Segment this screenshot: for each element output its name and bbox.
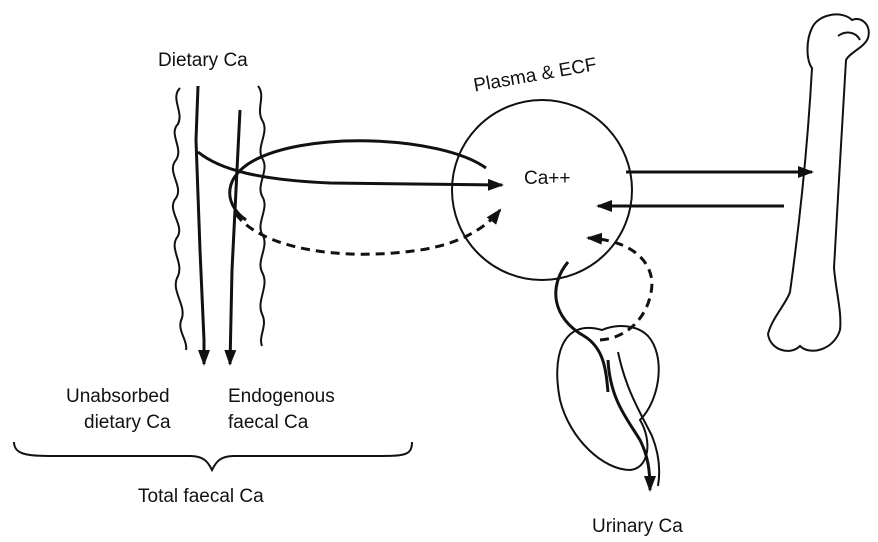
dietary-channel-line [196,86,204,364]
endogenous-label-line2: faecal Ca [228,412,309,433]
total-faecal-label: Total faecal Ca [138,486,264,507]
ca-ion-label: Ca++ [524,168,570,189]
plasma-ecf-circle [452,100,632,280]
intestine-right-wall [258,86,265,346]
endogenous-channel-line [230,110,240,364]
urinary-ca-label: Urinary Ca [592,516,683,537]
endogenous-secretion-loop [230,141,486,220]
ureter-outer-line [618,352,659,486]
intestine-left-wall [173,88,186,350]
unabsorbed-label-line2: dietary Ca [84,412,171,433]
bone-head-detail [838,33,860,40]
dietary-ca-label: Dietary Ca [158,50,248,71]
dashed-reabsorption-arrow [236,210,500,254]
renal-filtration-line [556,262,608,392]
unabsorbed-label-line1: Unabsorbed [66,386,170,407]
total-faecal-brace [14,442,412,470]
endogenous-label-line1: Endogenous [228,386,335,407]
plasma-ecf-label: Plasma & ECF [472,54,598,96]
renal-reabsorption-dashed [588,238,652,340]
bone-icon [768,14,869,350]
